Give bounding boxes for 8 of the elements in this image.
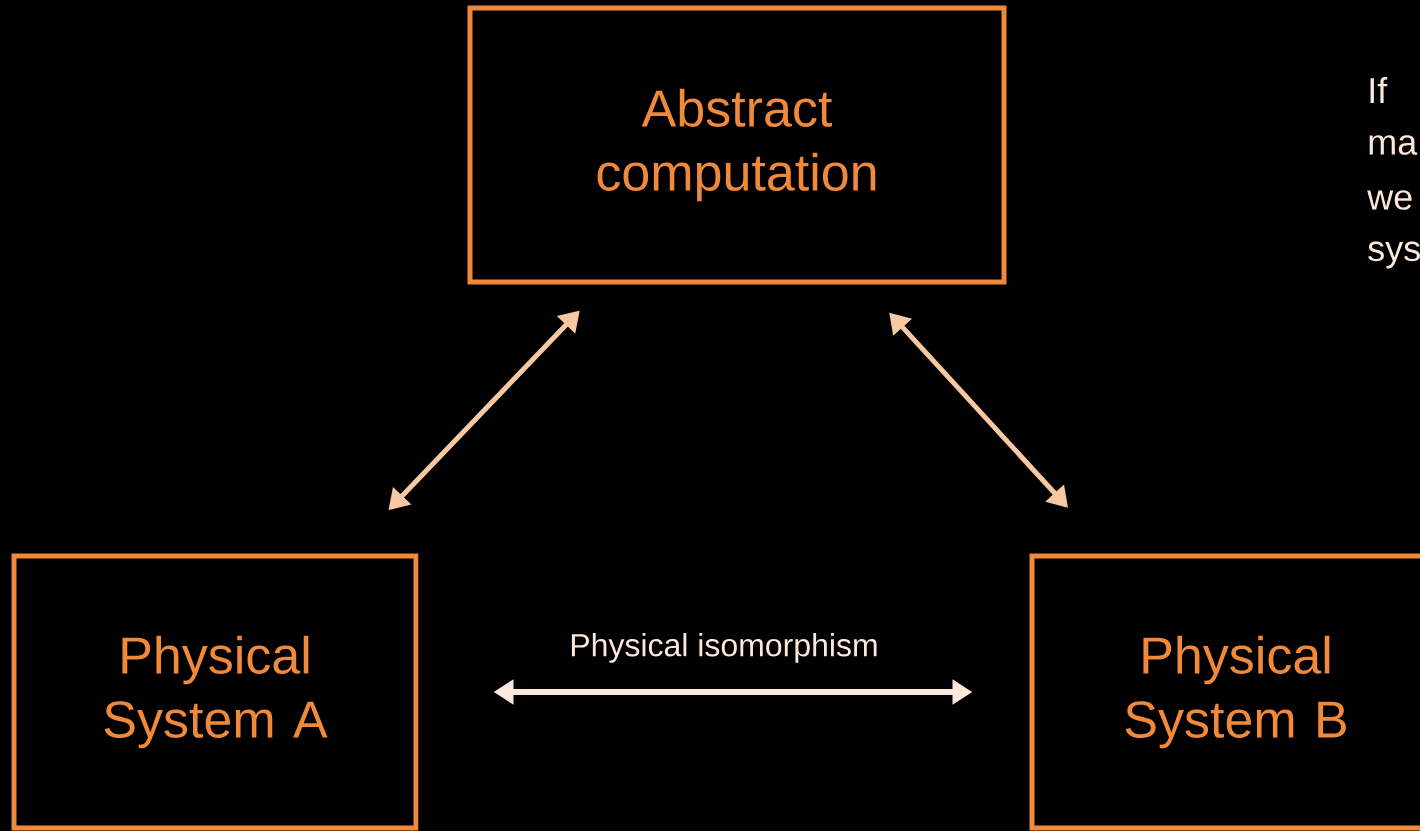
note-text: sys	[1368, 241, 1420, 269]
note-text: If	[1370, 77, 1388, 104]
note-text: we	[1367, 190, 1412, 210]
process-box: Physical System A	[11, 553, 419, 831]
process-box: Physical System B	[1029, 553, 1420, 831]
note-text: ma	[1369, 135, 1418, 155]
edge-label: Physical isomorphism	[566, 630, 882, 666]
process-box: Abstract computation	[467, 5, 1007, 285]
